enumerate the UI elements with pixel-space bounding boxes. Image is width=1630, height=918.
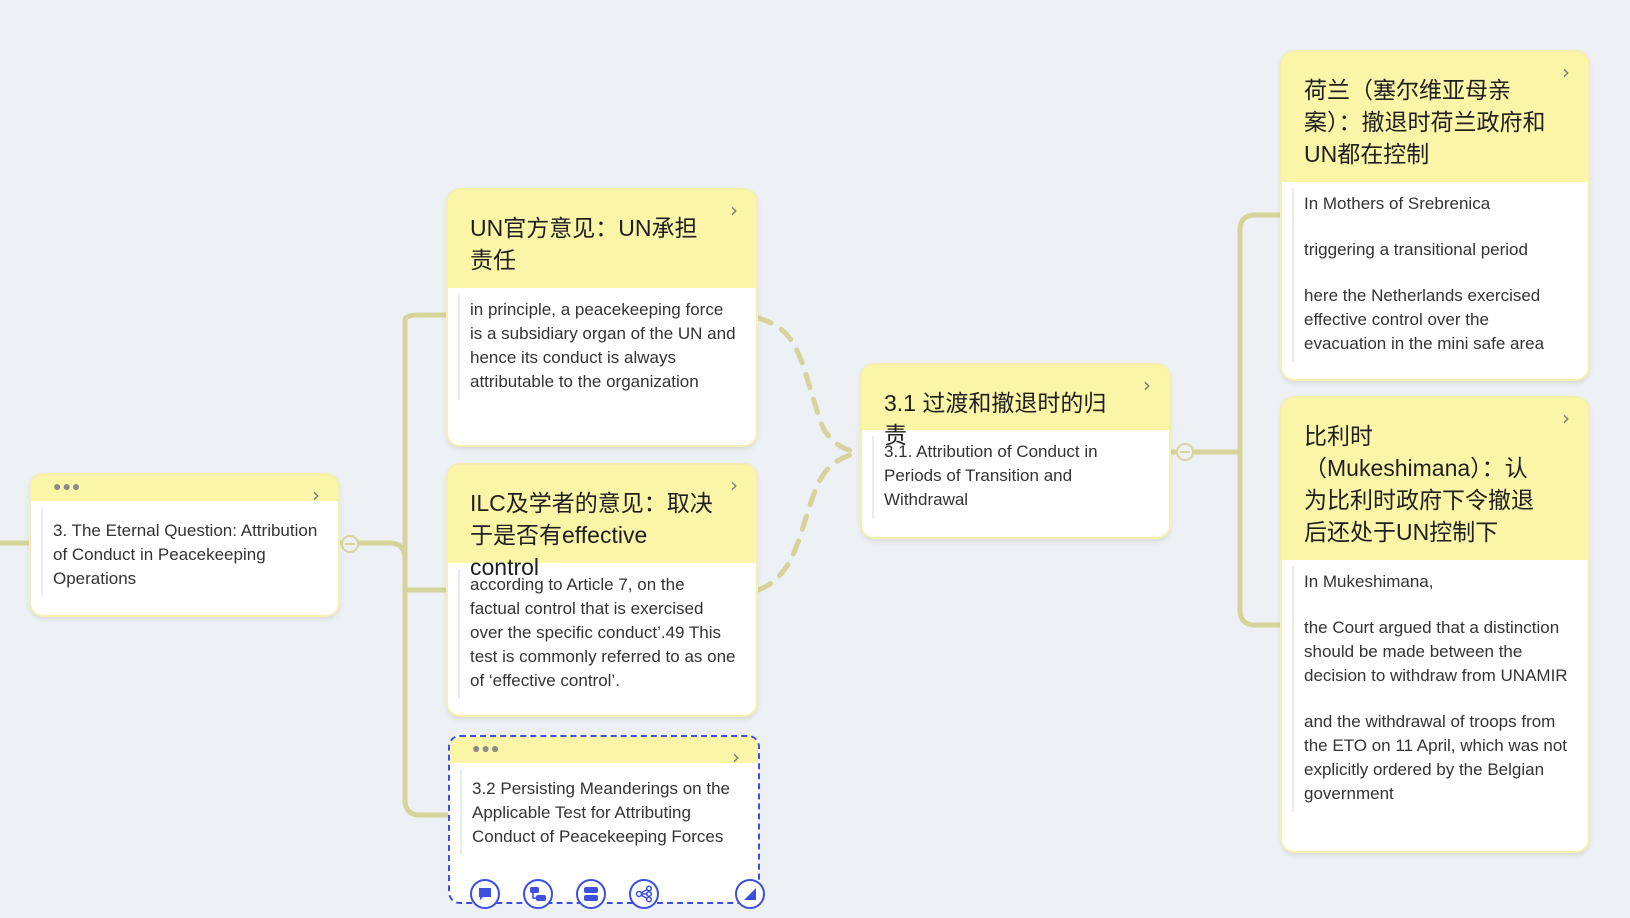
node-text: according to Article 7, on the factual c… <box>470 575 736 690</box>
node-section-3-1[interactable]: 3.1 过渡和撤退时的归责 › 3.1. Attribution of Cond… <box>862 365 1169 537</box>
node-text: 3.1. Attribution of Conduct in Periods o… <box>884 442 1098 509</box>
node-body: In Mukeshimana, the Court argued that a … <box>1282 560 1588 820</box>
node-header: ●●● › <box>450 737 758 767</box>
node-text: the Court argued that a distinction shou… <box>1304 618 1568 685</box>
node-belgium[interactable]: 比利时（Mukeshimana）：认为比利时政府下令撤退后还处于UN控制下 › … <box>1282 398 1588 851</box>
node-header: 荷兰（塞尔维亚母亲案）：撤退时荷兰政府和UN都在控制 › <box>1282 52 1588 182</box>
chevron-right-icon[interactable]: › <box>1143 373 1151 397</box>
chevron-right-icon[interactable]: › <box>732 745 740 769</box>
node-title: 3.1 过渡和撤退时的归责 <box>884 390 1107 448</box>
node-section-3-2[interactable]: ●●● › 3.2 Persisting Meanderings on the … <box>448 735 765 909</box>
root-collapse-toggle[interactable] <box>341 535 359 553</box>
node-body: In Mothers of Srebrenica triggering a tr… <box>1282 182 1588 370</box>
node-title: 比利时（Mukeshimana）：认为比利时政府下令撤退后还处于UN控制下 <box>1304 423 1534 545</box>
chevron-right-icon[interactable]: › <box>730 198 738 222</box>
node-header: 3.1 过渡和撤退时的归责 › <box>862 365 1169 448</box>
node-header: ILC及学者的意见：取决于是否有effective control › <box>448 465 756 580</box>
node-text: here the Netherlands exercised effective… <box>1304 286 1545 353</box>
node-text: In Mukeshimana, <box>1304 572 1434 591</box>
add-sibling-icon[interactable] <box>576 879 606 909</box>
node-title: UN官方意见：UN承担责任 <box>470 215 698 273</box>
node-root[interactable]: ●●● › 3. The Eternal Question: Attributi… <box>31 475 338 615</box>
node-text: and the withdrawal of troops from the ET… <box>1304 712 1568 803</box>
node-text: triggering a transitional period <box>1304 240 1528 259</box>
node-body: according to Article 7, on the factual c… <box>448 563 756 707</box>
section-3-1-collapse-toggle[interactable] <box>1176 443 1194 461</box>
more-options-icon[interactable]: ●●● <box>53 478 82 494</box>
node-header: 比利时（Mukeshimana）：认为比利时政府下令撤退后还处于UN控制下 › <box>1282 398 1588 560</box>
chevron-right-icon[interactable]: › <box>1562 60 1570 84</box>
add-child-icon[interactable] <box>523 879 553 909</box>
node-header: ●●● › <box>31 475 338 505</box>
node-header: UN官方意见：UN承担责任 › <box>448 190 756 288</box>
node-text: in principle, a peacekeeping force is a … <box>470 300 736 391</box>
share-icon[interactable] <box>629 879 659 909</box>
node-body: 3.1. Attribution of Conduct in Periods o… <box>862 430 1169 526</box>
chevron-right-icon[interactable]: › <box>1562 406 1570 430</box>
node-body: 3.2 Persisting Meanderings on the Applic… <box>450 763 758 863</box>
node-ilc-view[interactable]: ILC及学者的意见：取决于是否有effective control › acco… <box>448 465 756 715</box>
node-text: 3.2 Persisting Meanderings on the Applic… <box>472 779 730 846</box>
node-title: 荷兰（塞尔维亚母亲案）：撤退时荷兰政府和UN都在控制 <box>1304 77 1546 167</box>
resize-icon[interactable] <box>735 879 765 909</box>
node-body: in principle, a peacekeeping force is a … <box>448 288 756 408</box>
node-text: 3. The Eternal Question: Attribution of … <box>53 521 318 588</box>
node-title: ILC及学者的意见：取决于是否有effective control <box>470 490 713 580</box>
more-options-icon[interactable]: ●●● <box>472 740 501 756</box>
node-un-view[interactable]: UN官方意见：UN承担责任 › in principle, a peacekee… <box>448 190 756 445</box>
node-body: 3. The Eternal Question: Attribution of … <box>31 501 338 605</box>
node-text: In Mothers of Srebrenica <box>1304 194 1491 213</box>
chevron-right-icon[interactable]: › <box>730 473 738 497</box>
chevron-right-icon[interactable]: › <box>312 483 320 507</box>
node-netherlands[interactable]: 荷兰（塞尔维亚母亲案）：撤退时荷兰政府和UN都在控制 › In Mothers … <box>1282 52 1588 379</box>
comment-icon[interactable] <box>470 879 500 909</box>
